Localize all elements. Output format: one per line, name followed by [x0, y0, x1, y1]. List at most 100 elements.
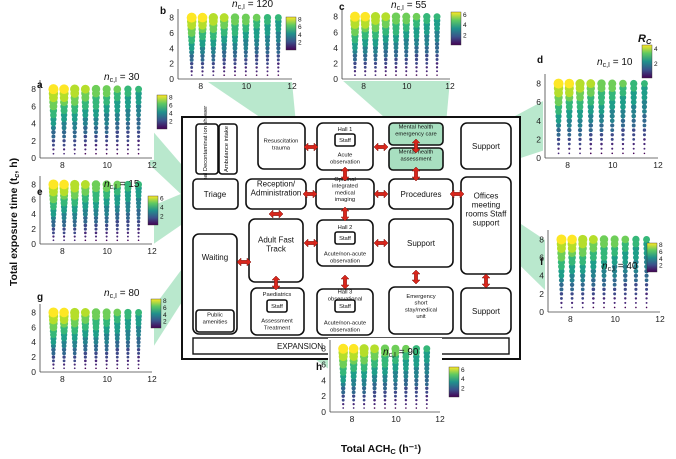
data-point — [363, 61, 367, 66]
data-point — [83, 227, 87, 231]
data-point — [423, 345, 431, 353]
data-point — [642, 109, 647, 114]
data-point — [405, 407, 407, 409]
data-point — [233, 62, 237, 66]
data-point — [125, 332, 131, 338]
x-tick-label: 12 — [435, 414, 445, 424]
data-point — [116, 235, 119, 238]
data-point — [277, 74, 280, 76]
data-point — [222, 66, 226, 69]
data-point — [381, 12, 391, 22]
data-point — [340, 381, 346, 387]
y-tick-label: 0 — [31, 153, 36, 163]
data-point — [631, 108, 637, 114]
data-point — [602, 287, 606, 292]
data-point — [50, 125, 56, 131]
data-point — [82, 339, 88, 345]
data-point — [435, 62, 439, 65]
data-point — [136, 344, 141, 348]
data-point — [93, 343, 99, 349]
data-point — [633, 264, 639, 270]
data-point — [603, 306, 605, 309]
data-point — [633, 278, 638, 283]
data-point — [370, 12, 381, 22]
data-point — [632, 249, 639, 257]
data-point — [127, 239, 129, 242]
data-point — [600, 142, 603, 146]
y-tick-label: 4 — [31, 209, 36, 219]
data-point — [83, 351, 88, 356]
y-tick-label: 8 — [539, 234, 544, 244]
data-point — [424, 361, 430, 368]
data-point — [197, 12, 208, 23]
y-tick-label: 0 — [31, 239, 36, 249]
data-point — [383, 386, 387, 391]
data-point — [405, 74, 408, 76]
data-point — [116, 231, 119, 235]
data-point — [383, 45, 389, 51]
data-point — [622, 254, 629, 261]
data-point — [104, 223, 109, 228]
data-point — [578, 137, 582, 141]
support-bottom-label: Support — [472, 307, 501, 316]
data-point — [105, 359, 108, 363]
data-point — [560, 306, 563, 309]
data-point — [115, 139, 119, 143]
data-point — [127, 367, 129, 370]
data-point — [113, 308, 122, 317]
data-point — [362, 394, 366, 398]
data-point — [351, 381, 357, 387]
data-point — [230, 13, 240, 22]
data-point — [611, 263, 618, 270]
y-tick-label: 4 — [539, 271, 544, 281]
data-point — [116, 152, 119, 155]
data-point — [580, 273, 586, 279]
data-point — [125, 216, 130, 220]
data-point — [348, 343, 359, 354]
data-point — [137, 227, 140, 231]
data-point — [94, 363, 98, 366]
data-point — [72, 351, 77, 356]
data-point — [93, 125, 99, 131]
data-point — [116, 363, 119, 366]
panel-label: d — [537, 55, 543, 66]
data-point — [581, 301, 584, 305]
data-point — [189, 49, 195, 55]
data-point — [569, 282, 575, 287]
data-point — [643, 147, 646, 150]
data-point — [62, 359, 66, 363]
data-point — [115, 340, 120, 345]
double-arrow — [236, 257, 252, 267]
data-point — [619, 79, 627, 88]
data-point — [93, 121, 99, 127]
data-point — [395, 74, 397, 76]
colorbar-tick-label: 4 — [654, 46, 658, 53]
data-point — [219, 13, 229, 23]
data-point — [588, 113, 594, 119]
data-point — [255, 62, 259, 66]
data-point — [631, 104, 637, 110]
data-point — [393, 49, 399, 54]
data-point — [425, 70, 428, 73]
data-point — [62, 134, 66, 139]
data-point — [634, 301, 637, 304]
data-point — [94, 351, 98, 356]
data-point — [135, 328, 142, 334]
data-point — [126, 351, 130, 355]
data-point — [115, 343, 120, 348]
colorbar-tick-label: 2 — [169, 119, 173, 126]
colorbar-tick-label: 2 — [654, 61, 658, 68]
data-point — [557, 142, 560, 146]
data-point — [570, 297, 574, 300]
data-point — [362, 398, 366, 402]
data-point — [342, 402, 345, 406]
data-point — [212, 74, 215, 77]
data-point — [265, 46, 270, 51]
data-point — [424, 370, 430, 375]
data-point — [352, 53, 358, 58]
data-point — [116, 239, 119, 242]
data-point — [241, 13, 250, 22]
data-point — [265, 42, 270, 47]
data-point — [104, 343, 109, 349]
